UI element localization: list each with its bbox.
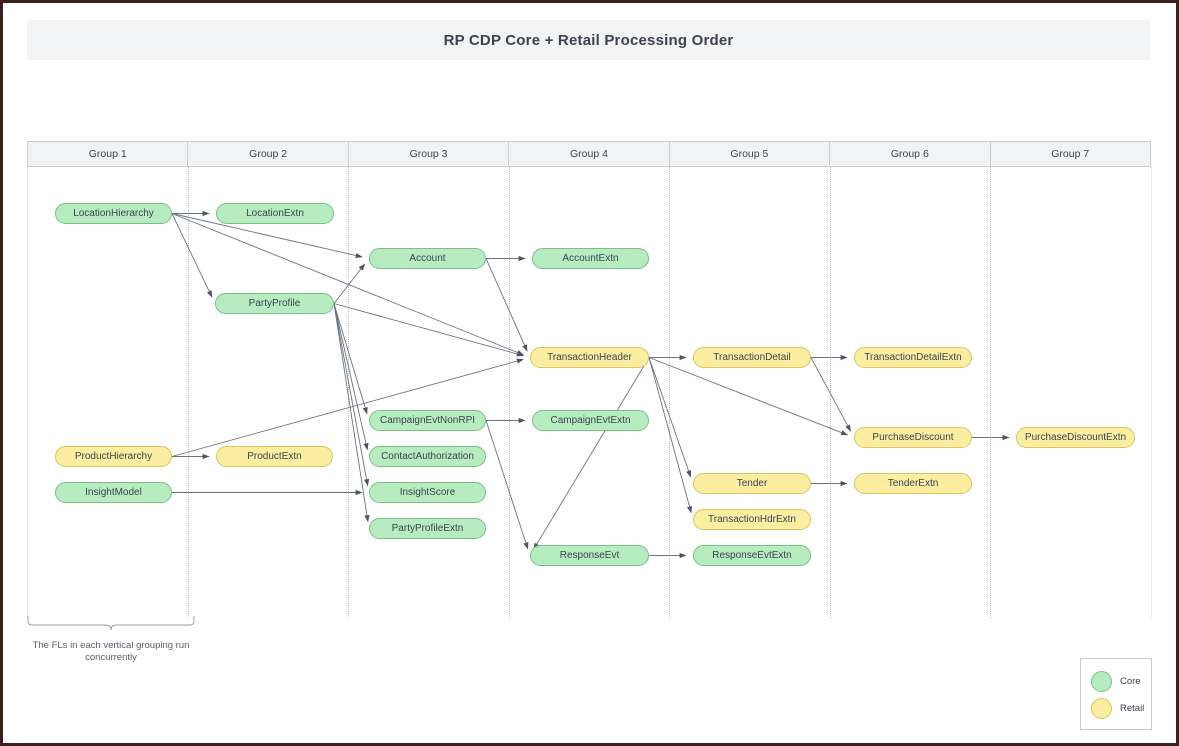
legend-item-retail: Retail [1091, 695, 1151, 722]
lane-separator-3 [509, 167, 510, 618]
node-InsightScore[interactable]: InsightScore [369, 482, 486, 503]
node-PartyProfileExtn[interactable]: PartyProfileExtn [369, 518, 486, 539]
node-label: PartyProfile [248, 298, 301, 309]
node-Tender[interactable]: Tender [693, 473, 811, 494]
node-CampaignEvtExtn[interactable]: CampaignEvtExtn [532, 410, 649, 431]
node-label: PartyProfileExtn [391, 523, 464, 534]
node-ProductHierarchy[interactable]: ProductHierarchy [55, 446, 172, 467]
node-label: ProductExtn [247, 451, 302, 462]
node-label: Account [409, 253, 446, 264]
node-label: PurchaseDiscountExtn [1024, 432, 1127, 443]
node-PurchaseDiscount[interactable]: PurchaseDiscount [854, 427, 972, 448]
node-TransactionHeader[interactable]: TransactionHeader [530, 347, 649, 368]
node-label: CampaignEvtNonRPI [379, 415, 476, 426]
node-label: CampaignEvtExtn [550, 415, 631, 426]
edge-CampaignEvtNonRPI-to-ResponseEvt [485, 420, 529, 550]
legend-swatch-core-icon [1091, 671, 1112, 692]
group-header-6: Group 6 [829, 141, 990, 167]
edge-TransactionHeader-to-ResponseEvt [533, 357, 650, 551]
lane-separator-7 [1151, 167, 1152, 618]
node-TransactionDetailExtn[interactable]: TransactionDetailExtn [854, 347, 972, 368]
edge-PartyProfile-to-Account [333, 263, 366, 304]
node-AccountExtn[interactable]: AccountExtn [532, 248, 649, 269]
node-label: LocationExtn [246, 208, 304, 219]
node-label: ResponseEvt [559, 550, 620, 561]
node-TransactionHdrExtn[interactable]: TransactionHdrExtn [693, 509, 811, 530]
node-ResponseEvt[interactable]: ResponseEvt [530, 545, 649, 566]
edge-PartyProfile-to-ContactAuthorization [333, 303, 369, 451]
group-header-4: Group 4 [508, 141, 669, 167]
node-ProductExtn[interactable]: ProductExtn [216, 446, 333, 467]
node-label: TenderExtn [887, 478, 939, 489]
lane-separator-5 [830, 167, 831, 618]
lane-separator-1 [188, 167, 189, 618]
edge-PartyProfile-to-TransactionHeader [333, 303, 524, 357]
legend-label: Core [1120, 676, 1141, 687]
curly-brace-icon [27, 616, 195, 631]
node-InsightModel[interactable]: InsightModel [55, 482, 172, 503]
node-label: InsightModel [85, 487, 142, 498]
node-label: ContactAuthorization [381, 451, 474, 462]
node-PartyProfile[interactable]: PartyProfile [215, 293, 334, 314]
edge-TransactionHeader-to-PurchaseDiscount [648, 357, 849, 436]
node-label: PurchaseDiscount [872, 432, 954, 443]
lane-separator-6 [990, 167, 991, 618]
node-Account[interactable]: Account [369, 248, 486, 269]
node-label: InsightScore [399, 487, 456, 498]
annotation-text: The FLs in each vertical grouping run co… [32, 640, 190, 663]
group-header-5: Group 5 [668, 141, 830, 167]
node-label: TransactionHeader [547, 352, 632, 363]
group-header-3: Group 3 [347, 141, 509, 167]
group-header-2: Group 2 [187, 141, 348, 167]
group-header-1: Group 1 [27, 141, 188, 167]
node-ResponseEvtExtn[interactable]: ResponseEvtExtn [693, 545, 811, 566]
group-header-7: Group 7 [989, 141, 1151, 167]
lane-separator-2 [348, 167, 349, 618]
edge-PartyProfile-to-InsightScore [333, 303, 370, 487]
node-label: TransactionHdrExtn [708, 514, 796, 525]
node-label: AccountExtn [562, 253, 619, 264]
node-label: LocationHierarchy [73, 208, 154, 219]
node-TenderExtn[interactable]: TenderExtn [854, 473, 972, 494]
node-LocationHierarchy[interactable]: LocationHierarchy [55, 203, 172, 224]
concurrency-annotation: The FLs in each vertical grouping run co… [27, 615, 195, 664]
node-CampaignEvtNonRPI[interactable]: CampaignEvtNonRPI [369, 410, 486, 431]
node-label: Tender [736, 478, 768, 489]
edge-PartyProfile-to-CampaignEvtNonRPI [333, 303, 368, 415]
lane-separator-0 [27, 167, 28, 618]
lane-separator-4 [669, 167, 670, 618]
legend-label: Retail [1120, 703, 1145, 714]
node-label: TransactionDetailExtn [864, 352, 962, 363]
node-LocationExtn[interactable]: LocationExtn [216, 203, 334, 224]
edge-PartyProfile-to-PartyProfileExtn [333, 303, 370, 523]
page-title: RP CDP Core + Retail Processing Order [443, 31, 734, 49]
node-label: TransactionDetail [713, 352, 791, 363]
legend-swatch-retail-icon [1091, 698, 1112, 719]
node-label: ResponseEvtExtn [712, 550, 792, 561]
node-TransactionDetail[interactable]: TransactionDetail [693, 347, 811, 368]
node-ContactAuthorization[interactable]: ContactAuthorization [369, 446, 486, 467]
node-label: ProductHierarchy [74, 451, 153, 462]
edge-Account-to-TransactionHeader [485, 258, 528, 352]
diagram-title-bar: RP CDP Core + Retail Processing Order [27, 20, 1150, 60]
edge-LocationHierarchy-to-PartyProfile [171, 213, 213, 298]
edge-TransactionHeader-to-TransactionHdrExtn [648, 357, 692, 514]
legend-item-core: Core [1091, 668, 1151, 695]
node-PurchaseDiscountExtn[interactable]: PurchaseDiscountExtn [1016, 427, 1135, 448]
